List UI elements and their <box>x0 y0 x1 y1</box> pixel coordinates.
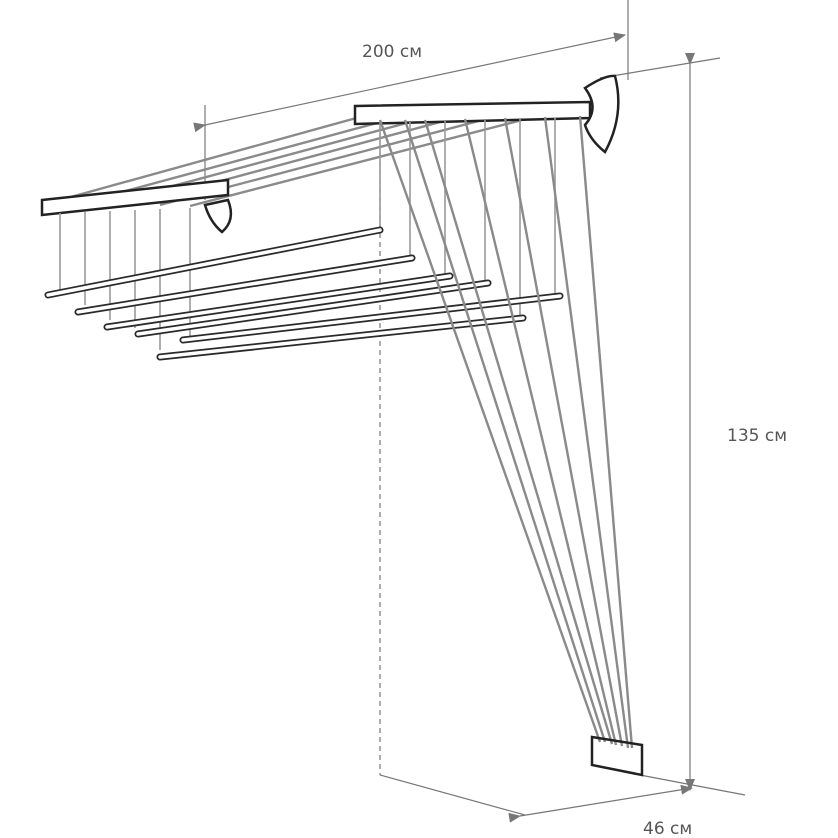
rod-2 <box>74 254 416 316</box>
rod-5 <box>179 292 564 344</box>
left-wall-bracket <box>40 178 233 234</box>
rod-6 <box>156 314 527 361</box>
width-label: 200 см <box>362 42 422 62</box>
rod-4 <box>134 279 492 338</box>
cord-cleat <box>590 735 644 777</box>
right-wall-bracket <box>353 74 620 154</box>
rod-hangers <box>59 118 556 350</box>
drying-rods <box>44 226 564 361</box>
pull-cords <box>378 115 634 749</box>
rod-1 <box>44 226 384 299</box>
rod-3 <box>103 272 454 331</box>
height-dimension: 135 см <box>599 53 787 791</box>
width-dimension: 200 см <box>193 0 629 200</box>
depth-label: 46 см <box>643 819 692 838</box>
height-label: 135 см <box>727 426 787 446</box>
